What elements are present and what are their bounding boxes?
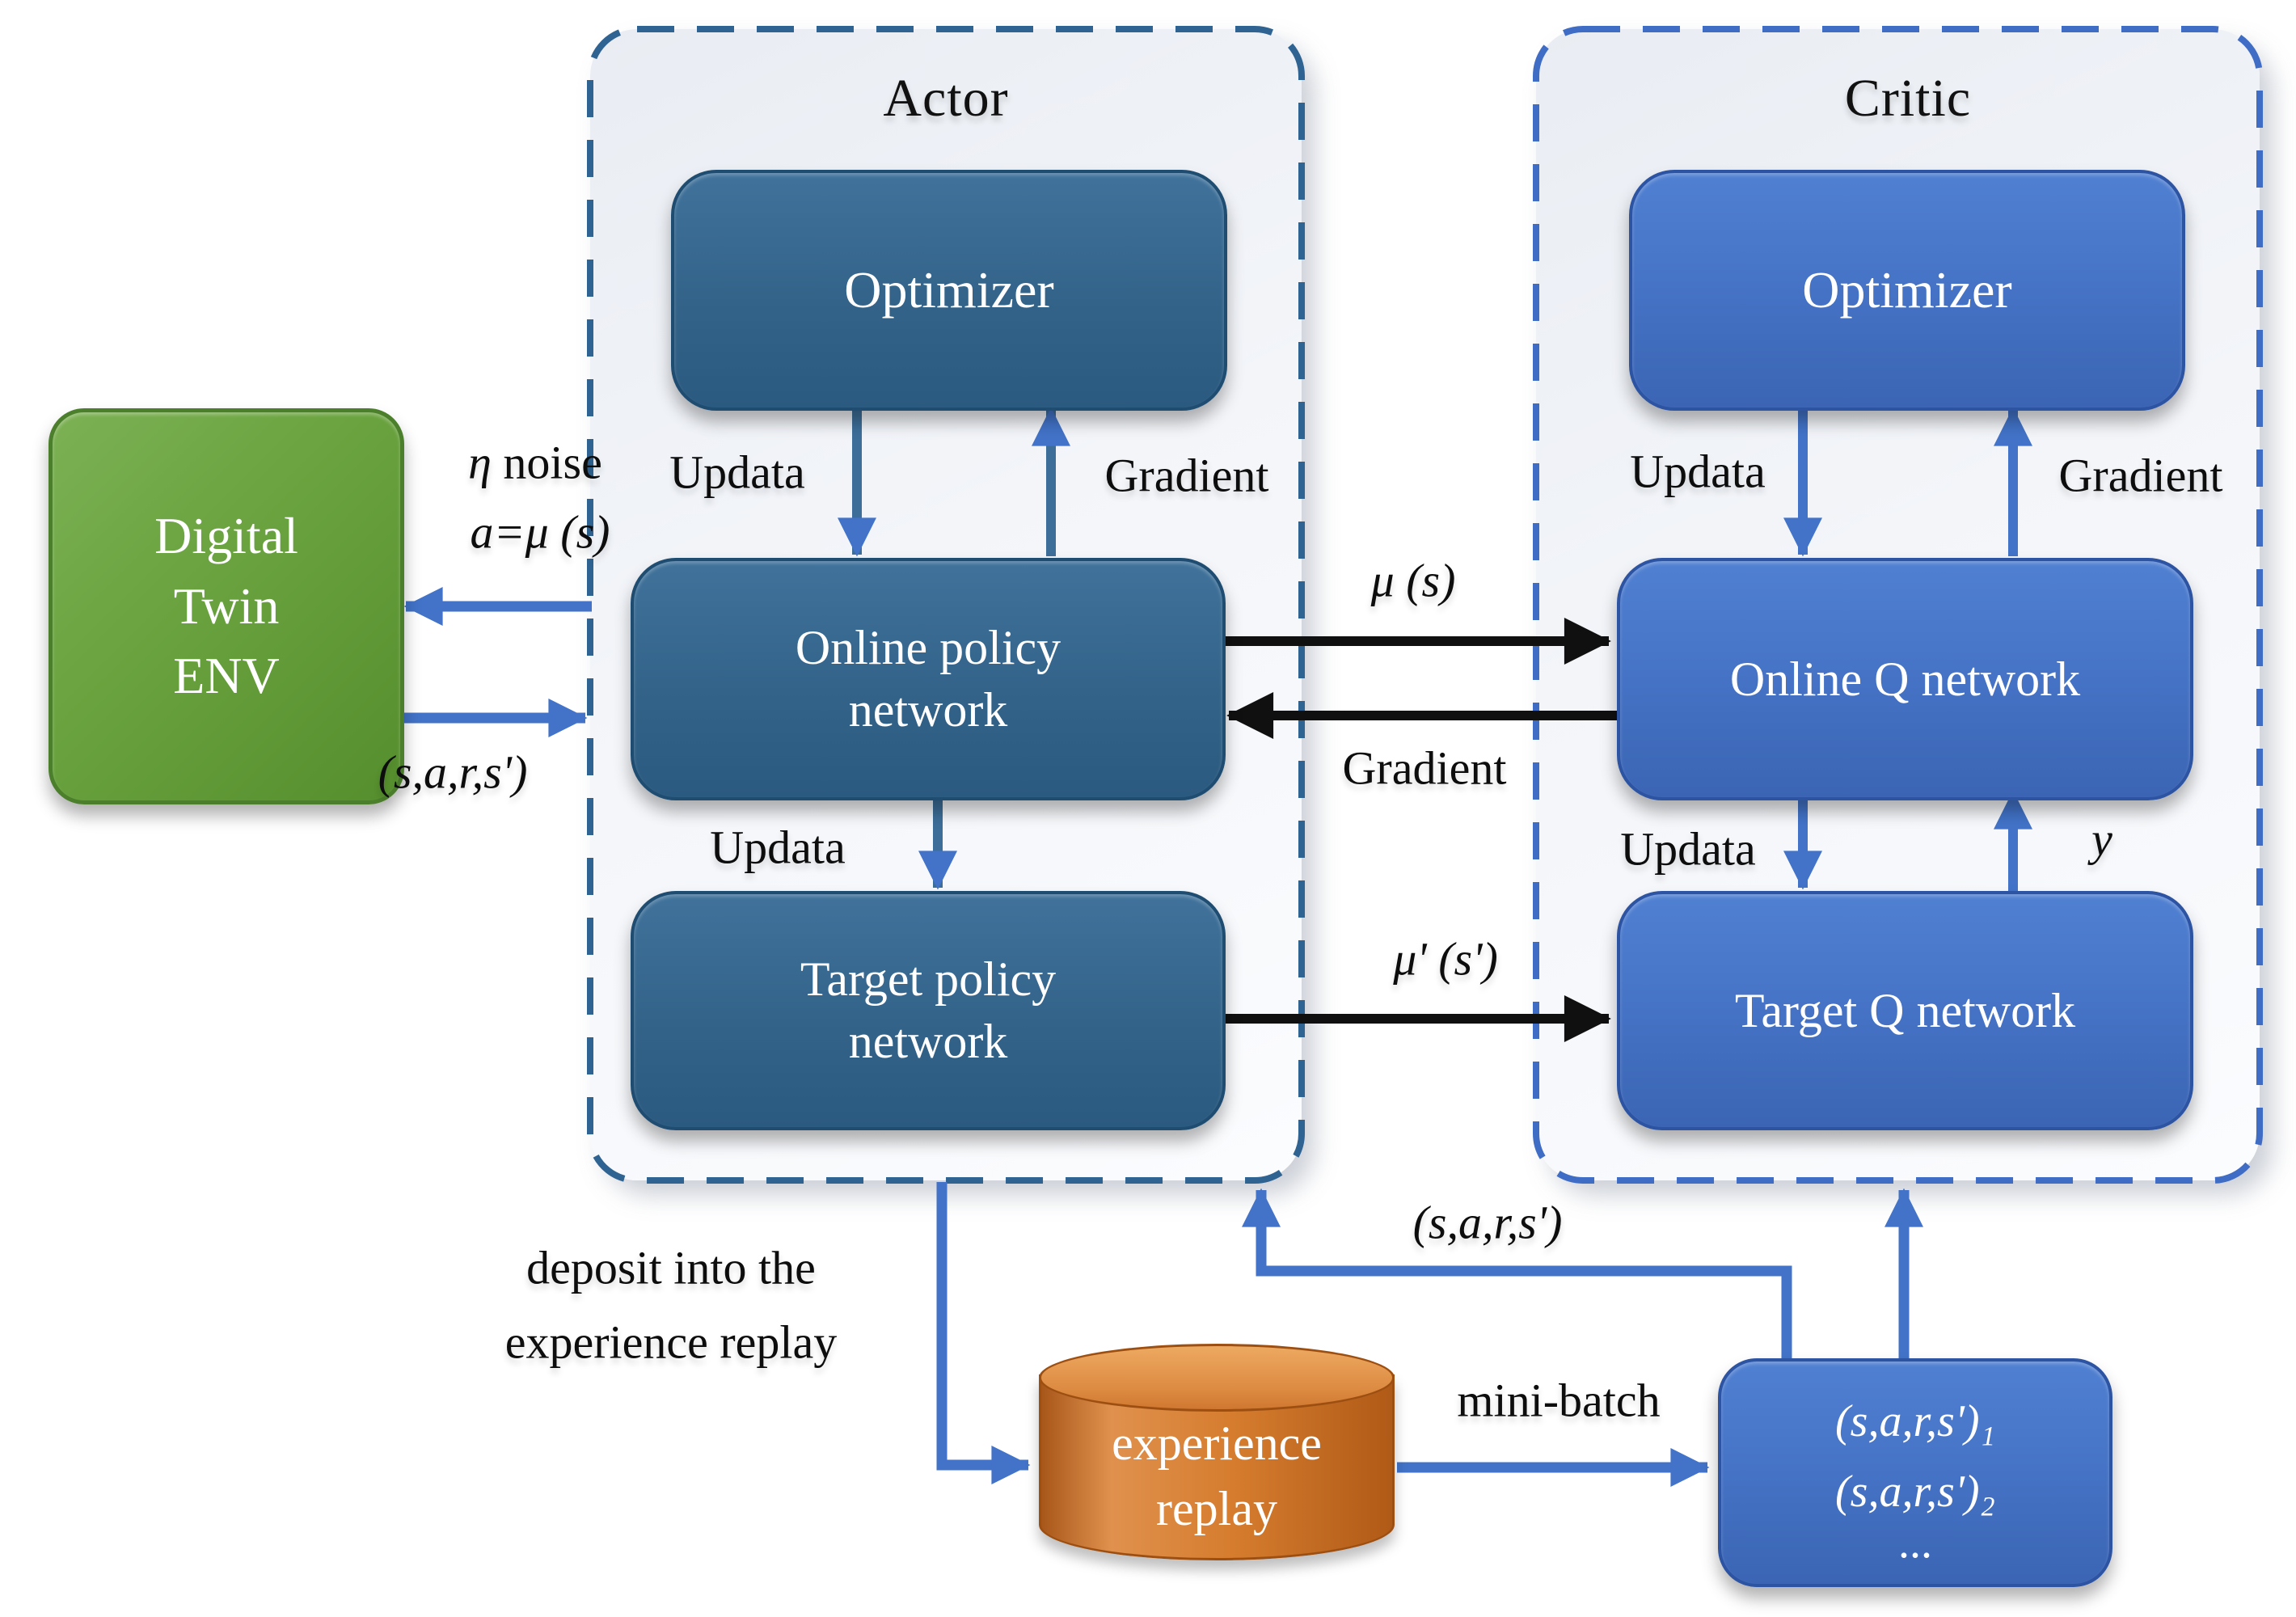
replay-sars-label: (s,a,r,s') (1412, 1196, 1563, 1249)
mu-sprime-label: μ' (s') (1393, 932, 1498, 986)
gradient-black-label: Gradient (1342, 741, 1507, 795)
batch-sample-1: (s,a,r,s')₁ (1835, 1395, 1995, 1446)
env-line: Digital (154, 507, 298, 565)
online-q-label: Online Q network (1729, 652, 2081, 706)
actor-optimizer-node: Optimizer (671, 170, 1227, 411)
target-policy-label-2: network (848, 1015, 1008, 1068)
mu-s-label: μ (s) (1370, 554, 1456, 607)
batch-sample-2: (s,a,r,s')₂ (1835, 1466, 1995, 1517)
critic-update-mid-label: Updata (1620, 822, 1756, 876)
online-policy-label-2: network (848, 683, 1008, 737)
actor-title: Actor (883, 69, 1009, 128)
experience-replay-cylinder: experience replay (1039, 1344, 1395, 1560)
arrow-sars-to-actor (1242, 1188, 1792, 1358)
actor-group-border (587, 26, 1305, 1184)
deposit-label-line1: deposit into the (526, 1241, 816, 1294)
env-sars-label: (s,a,r,s') (378, 745, 528, 799)
eta-symbol: η (468, 436, 492, 489)
critic-group-border (1533, 26, 2263, 1184)
critic-optimizer-node: Optimizer (1629, 170, 2185, 411)
replay-label-2: replay (1156, 1482, 1277, 1535)
actor-gradient-top-label: Gradient (1104, 449, 1269, 502)
critic-title: Critic (1844, 69, 1972, 128)
actor-optimizer-label: Optimizer (844, 261, 1054, 319)
noise-word: noise (491, 436, 602, 489)
env-line: ENV (173, 647, 280, 705)
critic-optimizer-label: Optimizer (1802, 261, 2012, 319)
digital-twin-env-node: Digital Twin ENV (49, 408, 404, 804)
action-equation-label: a=μ (s) (470, 505, 610, 559)
batch-ellipsis: ... (1898, 1517, 1932, 1568)
critic-y-label: y (2091, 813, 2112, 866)
critic-gradient-top-label: Gradient (2058, 449, 2223, 502)
arrow-deposit-to-replay (936, 1182, 1031, 1484)
deposit-label-line2: experience replay (504, 1315, 838, 1369)
critic-update-top-label: Updata (1630, 445, 1766, 498)
mini-batch-label: mini-batch (1457, 1374, 1661, 1427)
actor-update-mid-label: Updata (710, 821, 846, 874)
eta-noise-label: η noise (468, 436, 602, 490)
replay-label-1: experience (1112, 1416, 1322, 1470)
minibatch-box: (s,a,r,s')₁ (s,a,r,s')₂ ... (1718, 1358, 2112, 1587)
cylinder-top (1039, 1344, 1395, 1412)
online-q-node: Online Q network (1617, 558, 2193, 800)
online-policy-node: Online policy network (631, 558, 1226, 800)
target-policy-node: Target policy network (631, 891, 1226, 1130)
target-q-label: Target Q network (1734, 983, 2076, 1037)
env-line: Twin (173, 576, 280, 635)
target-q-node: Target Q network (1617, 891, 2193, 1130)
target-policy-label-1: Target policy (800, 952, 1057, 1007)
online-policy-label-1: Online policy (795, 621, 1061, 675)
actor-update-top-label: Updata (669, 445, 805, 499)
